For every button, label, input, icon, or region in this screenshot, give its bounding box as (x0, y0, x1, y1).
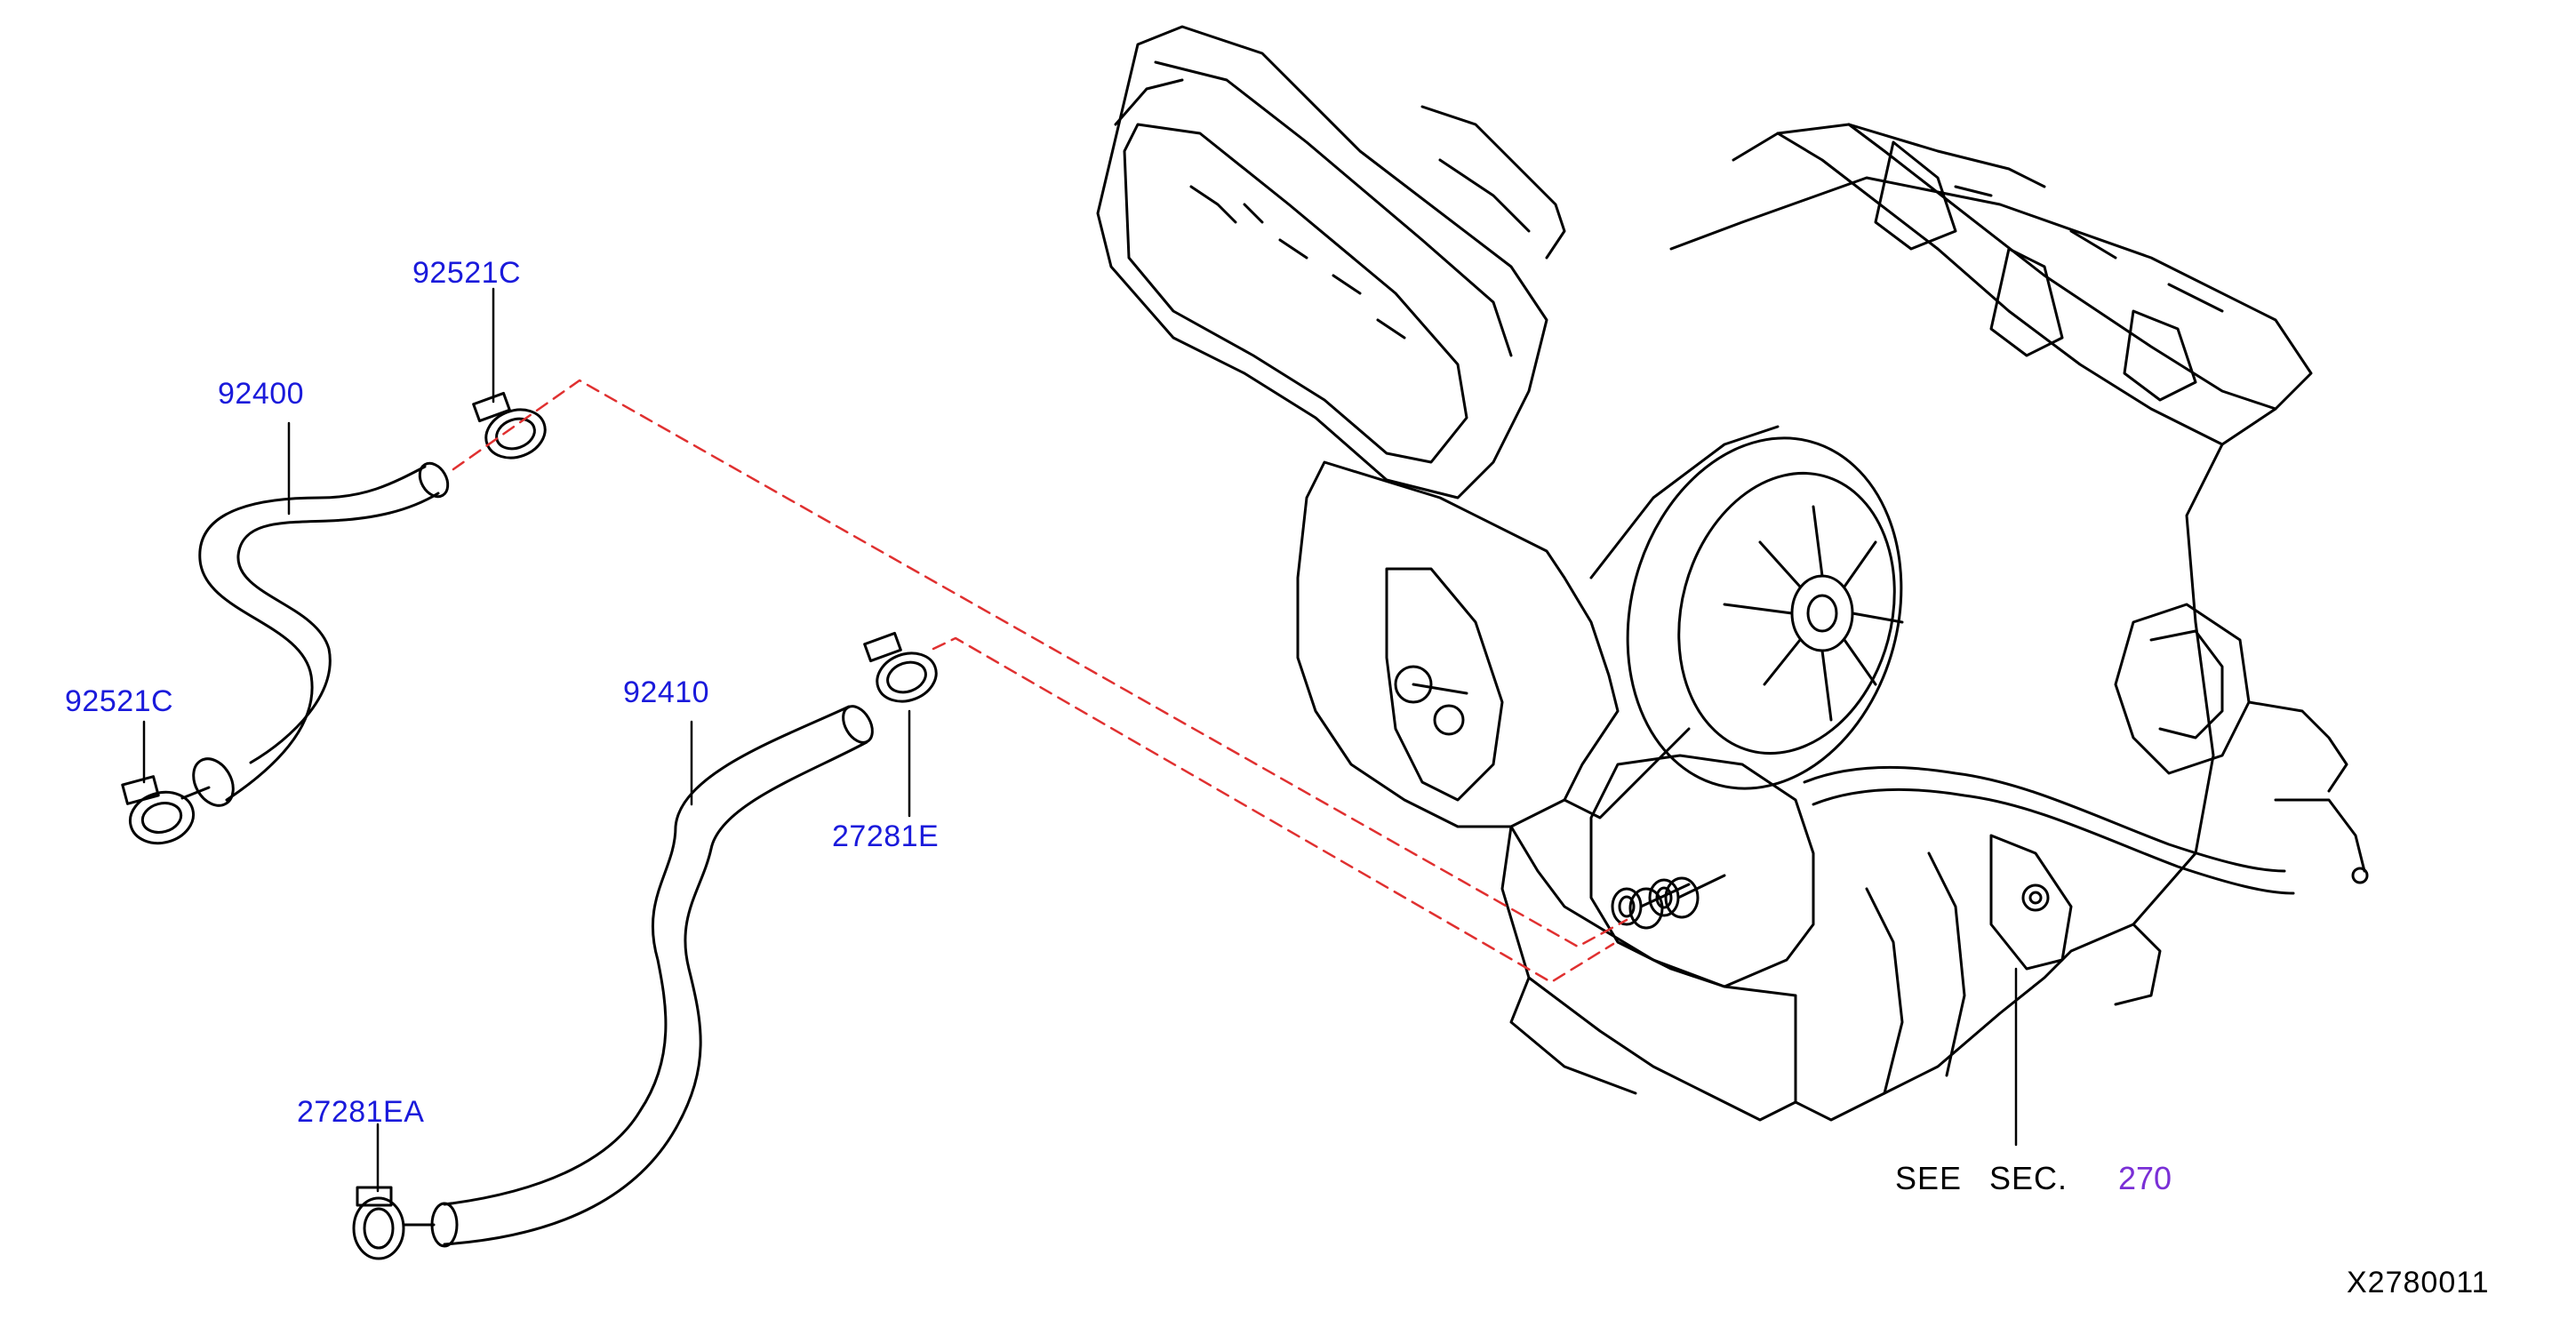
see-label: SEE (1895, 1160, 1963, 1196)
label-92521c-left: 92521C (65, 684, 174, 718)
label-92410: 92410 (623, 675, 710, 709)
section-number-link[interactable]: 270 (2118, 1160, 2172, 1196)
heater-hose-92400 (192, 461, 450, 807)
hose-clamp-92521c-top (472, 391, 547, 460)
hose-clamp-27281e (863, 631, 938, 703)
hose-clamp-92521c-left (121, 775, 196, 845)
connection-dash-lines (452, 379, 1628, 984)
hose-clamp-27281ea (352, 1186, 405, 1260)
diagram-id: X2780011 (2347, 1266, 2490, 1299)
heater-hose-92410 (430, 705, 874, 1248)
label-92400: 92400 (218, 377, 305, 411)
heater-core-ports (1628, 876, 1700, 930)
heater-unit-assembly (1096, 25, 2369, 1122)
label-27281e: 27281E (832, 819, 940, 853)
sec-label: SEC. (1989, 1160, 2068, 1196)
label-92521c-top: 92521C (412, 256, 522, 290)
label-27281ea: 27281EA (297, 1095, 425, 1129)
connector-line-left (180, 786, 211, 800)
